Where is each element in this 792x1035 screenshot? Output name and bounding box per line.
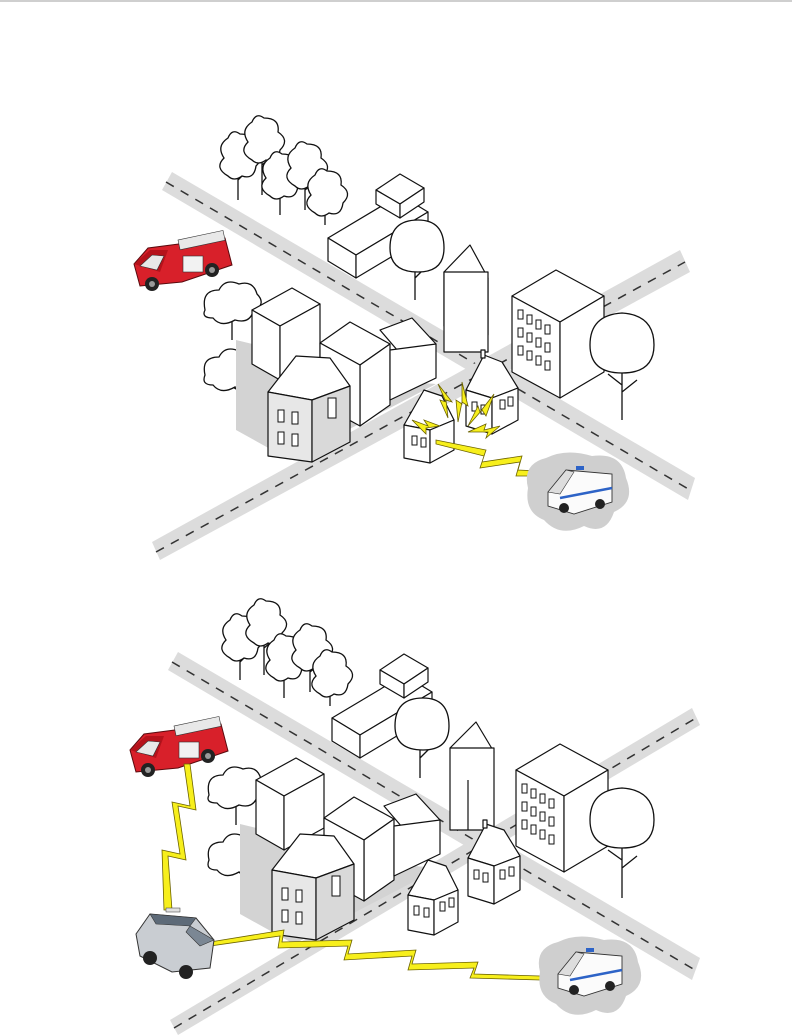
building-tower: [444, 245, 488, 352]
fire-truck-icon: [134, 230, 232, 291]
lightning-bolt-icon: [162, 764, 196, 910]
building-tower: [450, 722, 494, 830]
scene-panel-2: [0, 580, 792, 1035]
ambulance-icon: [539, 936, 641, 1014]
tree-icon: [307, 169, 348, 225]
top-divider: [0, 0, 792, 2]
tree-icon: [590, 788, 654, 898]
suv-icon: [136, 908, 214, 979]
fire-truck-icon: [130, 716, 228, 777]
scene-panel-1: [0, 100, 792, 570]
tree-icon: [312, 650, 353, 706]
building-apartment: [512, 270, 604, 398]
ambulance-icon: [527, 452, 629, 530]
tree-icon: [390, 220, 444, 300]
tree-icon: [395, 698, 449, 778]
tree-icon: [590, 313, 654, 420]
